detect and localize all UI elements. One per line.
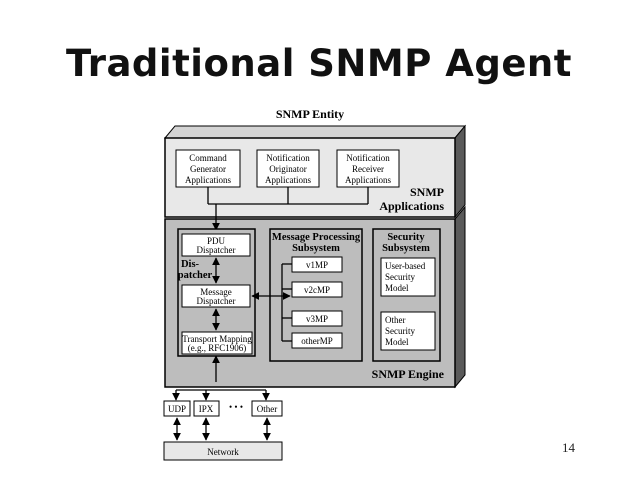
svg-text:Message: Message <box>200 287 232 297</box>
security-subsystem-label-line2: Subsystem <box>382 243 430 254</box>
message-dispatcher-box: Message Dispatcher <box>181 284 251 308</box>
svg-text:Generator: Generator <box>190 164 226 174</box>
svg-text:Applications: Applications <box>265 175 311 185</box>
dispatcher-label-line2: patcher <box>178 270 213 281</box>
network-box: Network <box>163 441 283 461</box>
svg-text:Command: Command <box>189 153 227 163</box>
svg-text:Applications: Applications <box>345 175 391 185</box>
svg-text:UDP: UDP <box>168 404 186 414</box>
slide-title: Traditional SNMP Agent <box>66 42 572 85</box>
transports-to-network-arrows <box>173 417 271 441</box>
svg-text:Other: Other <box>257 404 278 414</box>
svg-text:Receiver: Receiver <box>352 164 384 174</box>
snmp-engine-label: SNMP Engine <box>372 367 445 381</box>
transport-other: Other <box>251 400 283 417</box>
applications-slab-top <box>163 125 467 139</box>
engine-slab-side <box>454 205 466 389</box>
user-based-security-model: User-based Security Model <box>380 257 436 297</box>
message-dispatcher-to-mp-arrow <box>251 263 292 342</box>
snmp-entity-label: SNMP Entity <box>276 107 344 121</box>
mp-model-v3mp: v3MP <box>291 310 343 327</box>
transport-mapping-box: Transport Mapping (e.g., RFC1906) <box>181 331 253 355</box>
snmp-applications-label-line2: Applications <box>379 199 444 213</box>
transport-udp: UDP <box>163 400 191 417</box>
application-bus <box>207 187 369 231</box>
svg-text:PDU: PDU <box>207 236 226 246</box>
application-notification-originator: Notification Originator Applications <box>256 149 320 188</box>
page-number: 14 <box>562 440 575 455</box>
mp-model-v2cmp: v2cMP <box>291 281 343 298</box>
svg-text:otherMP: otherMP <box>301 336 333 346</box>
applications-slab-side <box>454 124 466 219</box>
svg-text:Other: Other <box>385 315 406 325</box>
svg-text:Notification: Notification <box>266 153 310 163</box>
mp-subsystem-label-line2: Subsystem <box>292 243 340 254</box>
mp-model-v1mp: v1MP <box>291 256 343 273</box>
svg-text:User-based: User-based <box>385 261 426 271</box>
application-notification-receiver: Notification Receiver Applications <box>336 149 400 188</box>
security-subsystem-label-line1: Security <box>387 232 425 243</box>
pdu-dispatcher-box: PDU Dispatcher <box>181 233 251 257</box>
svg-text:Model: Model <box>385 337 409 347</box>
svg-text:v3MP: v3MP <box>306 314 328 324</box>
dispatcher-label-line1: Dis- <box>181 259 200 270</box>
svg-text:Applications: Applications <box>185 175 231 185</box>
mp-model-othermp: otherMP <box>291 332 343 349</box>
svg-text:Dispatcher: Dispatcher <box>197 245 236 255</box>
other-security-model: Other Security Model <box>380 311 436 351</box>
svg-text:Network: Network <box>207 447 239 457</box>
transport-ipx: IPX <box>193 400 220 417</box>
svg-text:Model: Model <box>385 283 409 293</box>
svg-text:IPX: IPX <box>199 404 214 414</box>
svg-text:v1MP: v1MP <box>306 260 328 270</box>
mp-subsystem-label-line1: Message Processing <box>272 232 361 243</box>
svg-text:Security: Security <box>385 326 415 336</box>
svg-text:v2cMP: v2cMP <box>304 285 330 295</box>
svg-text:Dispatcher: Dispatcher <box>197 296 236 306</box>
svg-text:Notification: Notification <box>346 153 390 163</box>
engine-to-transports-arrows <box>172 355 270 401</box>
svg-text:Security: Security <box>385 272 415 282</box>
application-command-generator: Command Generator Applications <box>175 149 241 188</box>
transport-ellipsis: • • • <box>229 402 243 412</box>
snmp-applications-label-line1: SNMP <box>410 185 444 199</box>
svg-text:Transport Mapping: Transport Mapping <box>182 334 252 344</box>
svg-text:(e.g., RFC1906): (e.g., RFC1906) <box>188 343 247 353</box>
svg-text:Originator: Originator <box>269 164 307 174</box>
